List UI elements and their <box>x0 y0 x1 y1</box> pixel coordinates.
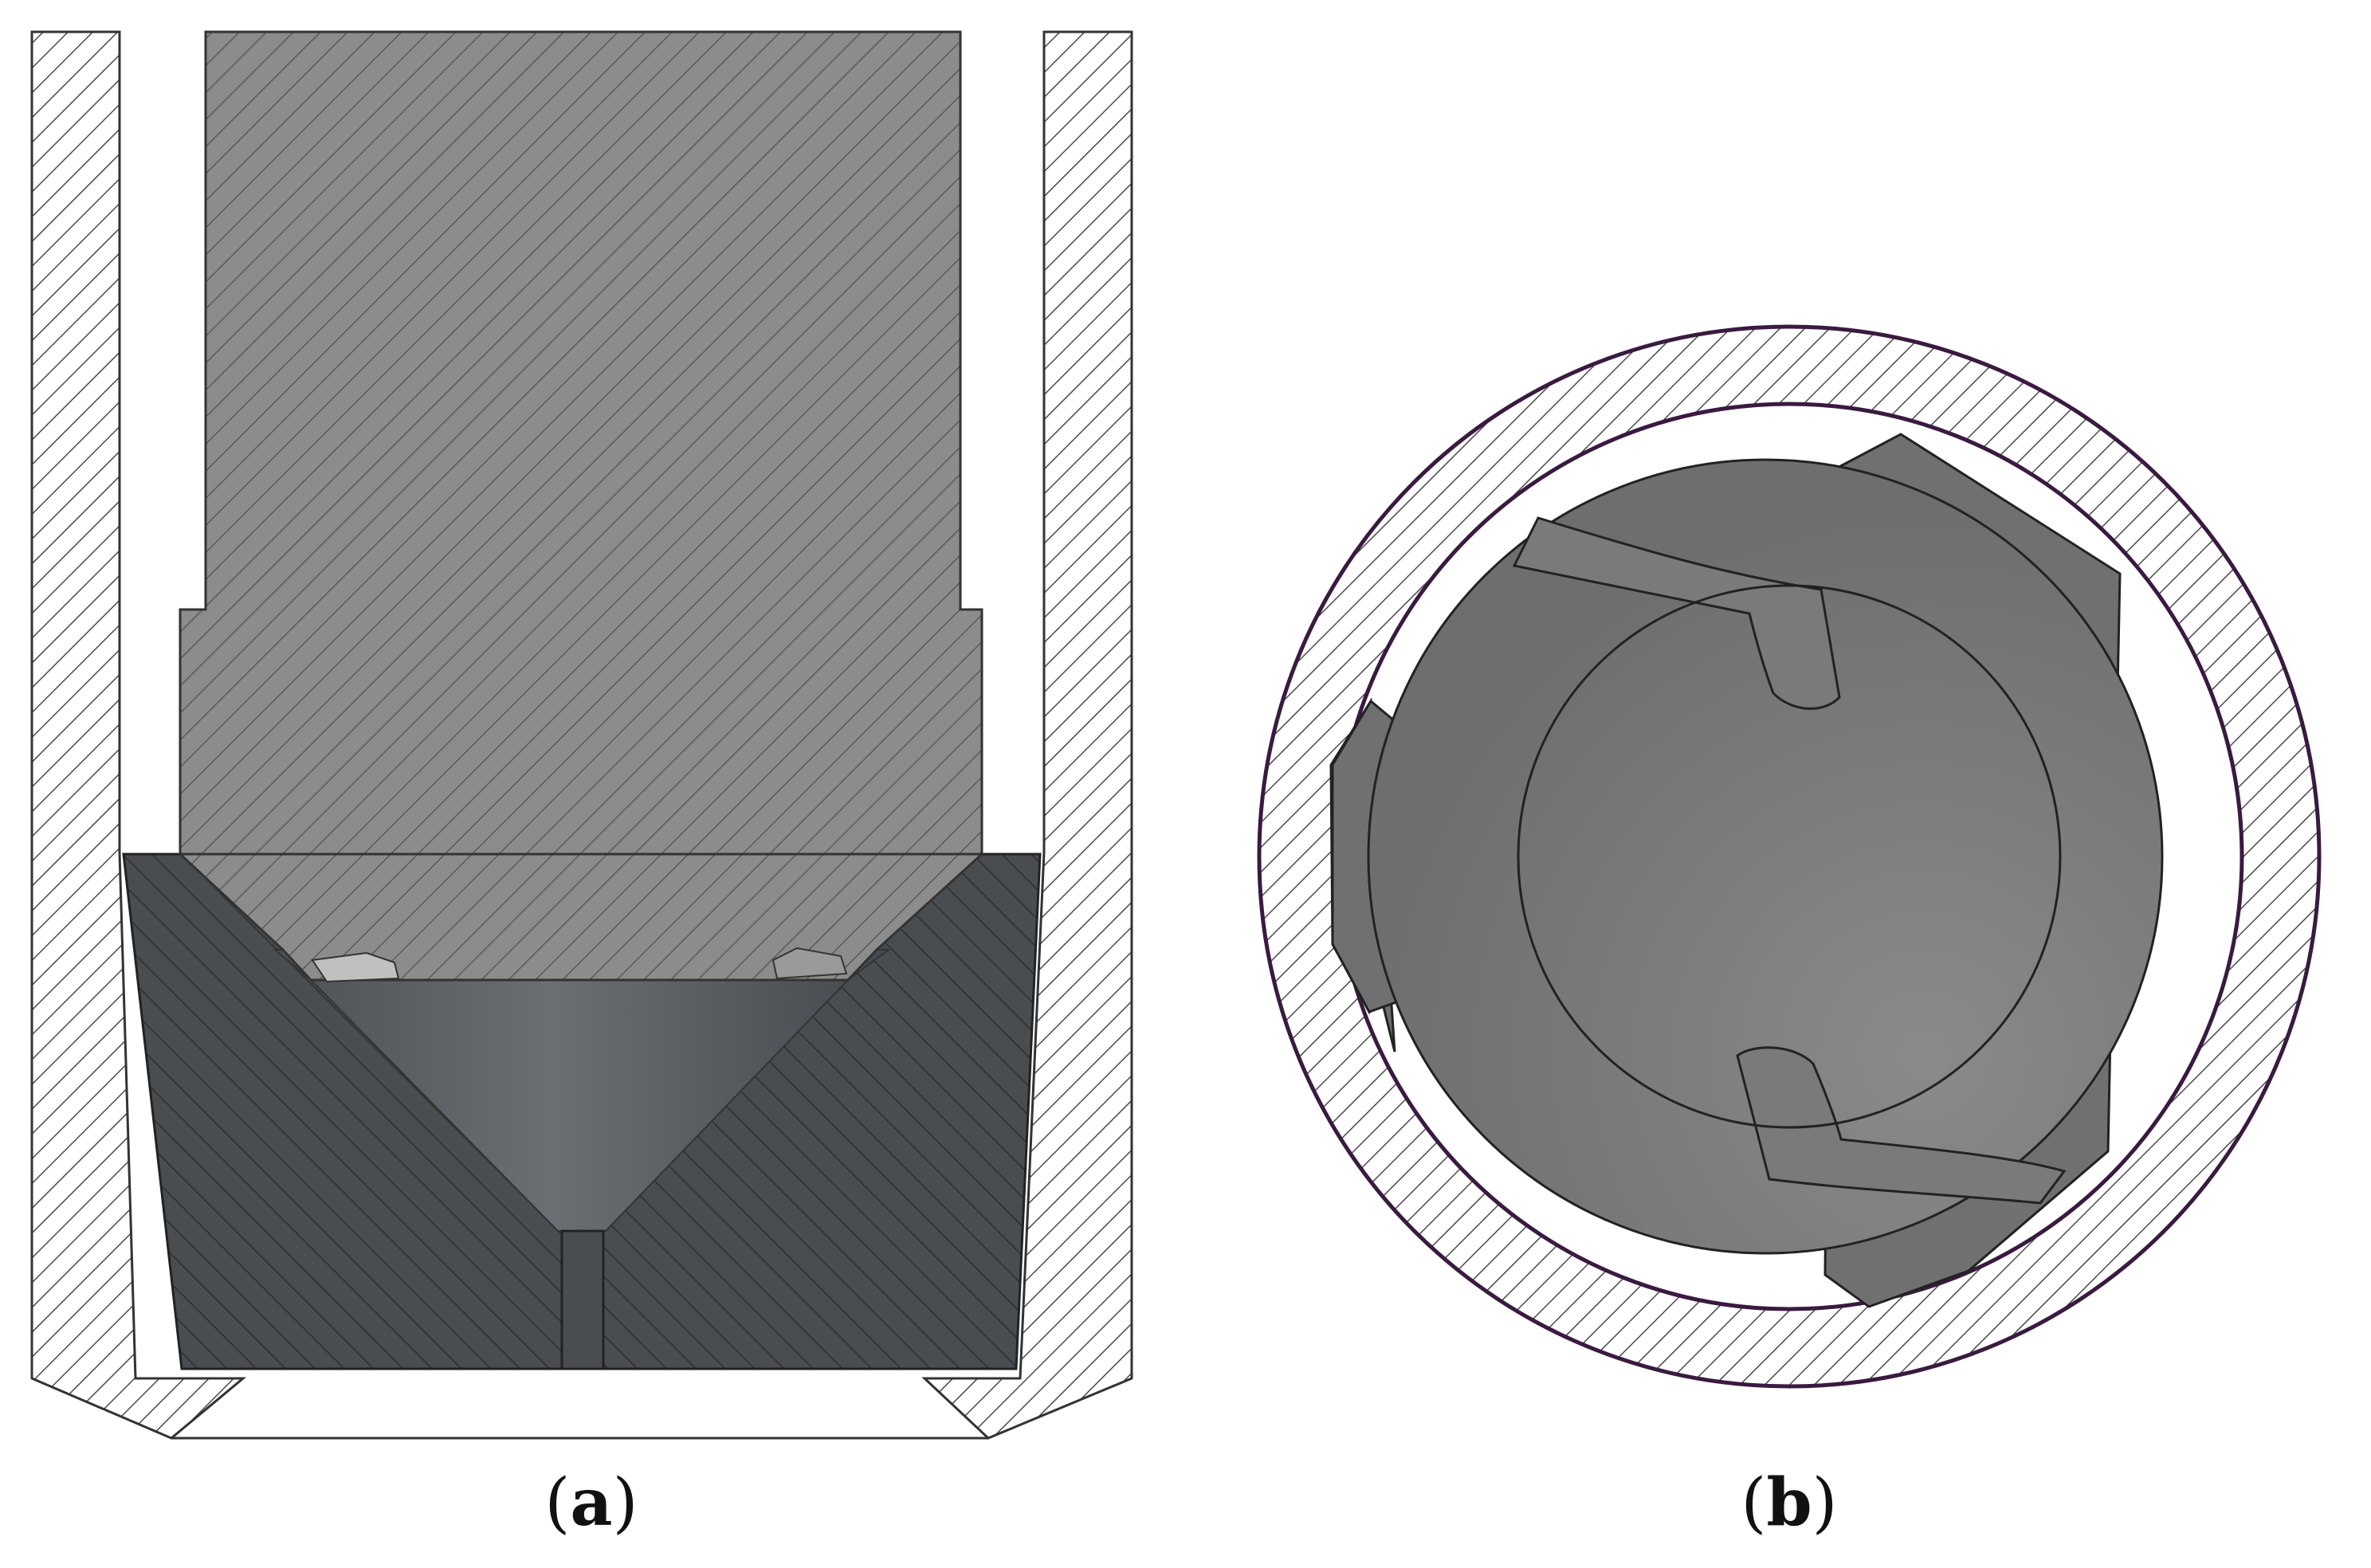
caption-a: (a) <box>544 1464 638 1541</box>
piston-tip <box>177 853 985 982</box>
upper-slot <box>1512 516 1841 710</box>
panel-a-section-view <box>30 30 1133 1440</box>
piston-body <box>179 30 983 982</box>
housing-right-wall <box>921 30 1133 1440</box>
panel-b-top-view <box>1257 324 2322 1389</box>
lower-slot <box>1736 1046 2067 1205</box>
left-insert <box>311 951 400 983</box>
main-disc <box>1367 458 2164 1255</box>
caption-b: (b) <box>1741 1464 1838 1541</box>
housing-left-wall <box>30 30 247 1440</box>
right-insert <box>771 947 848 980</box>
inner-circle <box>1517 584 2062 1129</box>
outlet-channel <box>560 1229 605 1370</box>
